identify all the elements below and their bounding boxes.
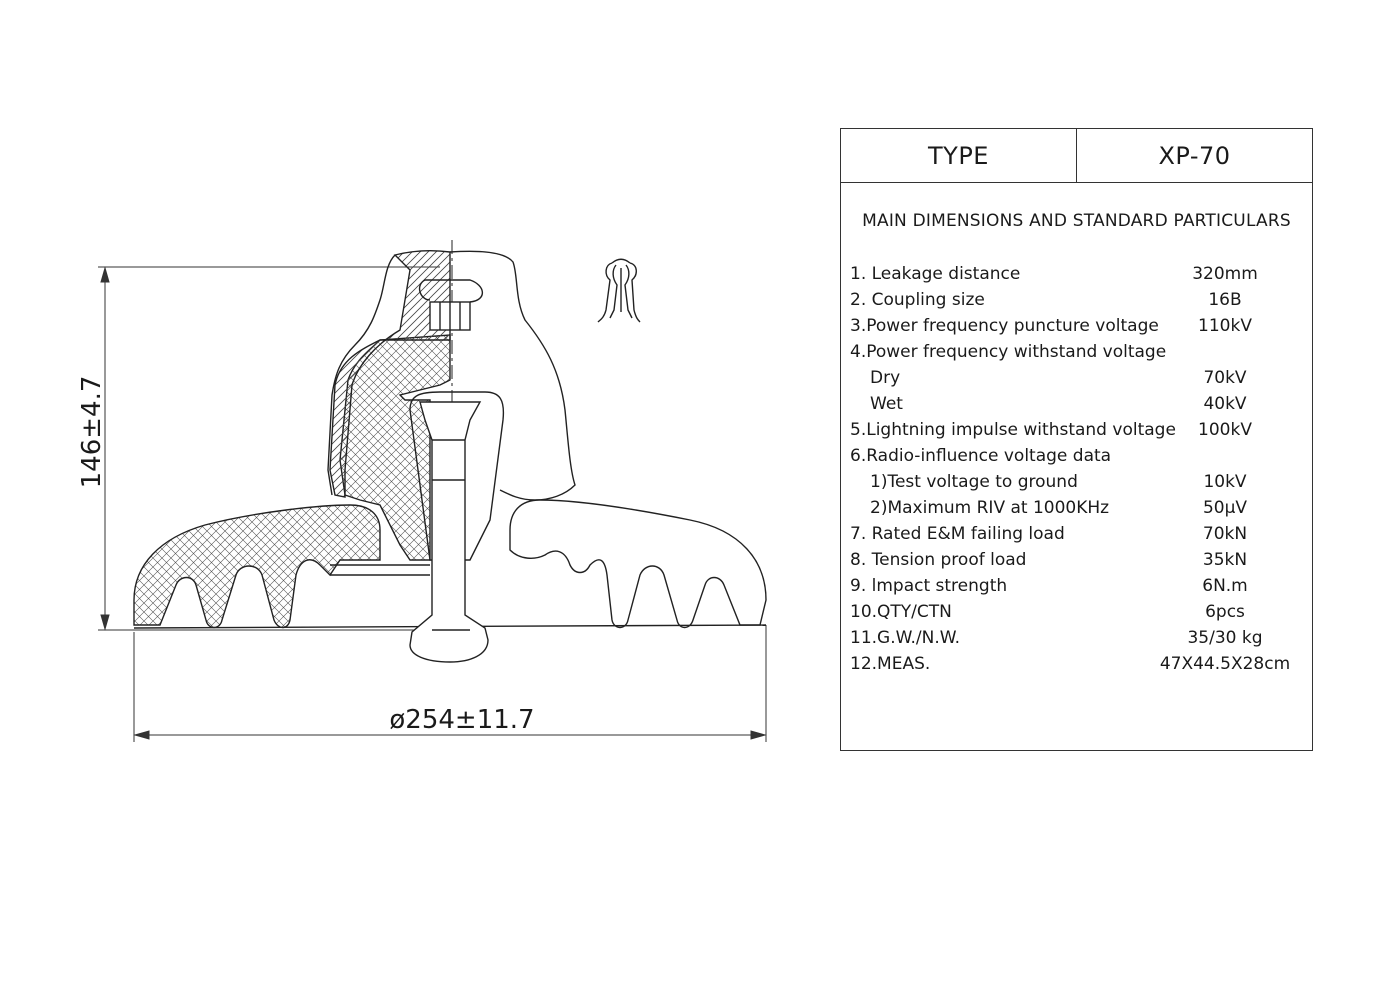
spec-row: 3.Power frequency puncture voltage 110kV: [850, 313, 1302, 339]
spec-row: 1)Test voltage to ground 10kV: [850, 469, 1302, 495]
spec-row-label: 1)Test voltage to ground: [870, 472, 1078, 492]
spec-heading: MAIN DIMENSIONS AND STANDARD PARTICULARS: [862, 211, 1291, 231]
spec-row-value: 110kV: [1198, 316, 1252, 336]
diameter-dimension: [133, 625, 767, 742]
spec-row-value: 70kN: [1202, 524, 1248, 544]
spec-row-label: Dry: [870, 368, 901, 388]
spec-row: 11.G.W./N.W. 35/30 kg: [850, 625, 1302, 651]
spec-row-value: 70kV: [1203, 368, 1247, 388]
type-row: TYPE XP-70: [841, 129, 1312, 183]
spec-row: 7. Rated E&M failing load 70kN: [850, 521, 1302, 547]
spec-row-label: 7. Rated E&M failing load: [850, 524, 1065, 544]
spec-row-label: 5.Lightning impulse withstand voltage: [850, 420, 1176, 440]
spec-row-label: 1. Leakage distance: [850, 264, 1021, 284]
spec-row-value: 50μV: [1202, 498, 1248, 518]
spec-row-label: 12.MEAS.: [850, 654, 931, 674]
spec-row: 4.Power frequency withstand voltage: [850, 339, 1302, 365]
spec-table: TYPE XP-70 MAIN DIMENSIONS AND STANDARD …: [840, 128, 1313, 751]
spec-row: 1. Leakage distance 320mm: [850, 261, 1302, 287]
spec-row: Dry 70kV: [850, 365, 1302, 391]
insulator-pin: [330, 391, 505, 663]
spec-row-label: 2. Coupling size: [850, 290, 985, 310]
spec-row-label: 10.QTY/CTN: [850, 602, 952, 622]
spec-row: 9. lmpact strength 6N.m: [850, 573, 1302, 599]
spec-row: 10.QTY/CTN 6pcs: [850, 599, 1302, 625]
porcelain-shed: [133, 499, 767, 629]
spec-row-label: 11.G.W./N.W.: [850, 628, 960, 648]
spec-row: Wet 40kV: [850, 391, 1302, 417]
spec-list: 1. Leakage distance 320mm 2. Coupling size…: [841, 261, 1312, 677]
height-dimension: [98, 266, 440, 631]
spec-row: 5.Lightning impulse withstand voltage 100…: [850, 417, 1302, 443]
spec-row-value: 6pcs: [1205, 602, 1245, 622]
spec-row: 2. Coupling size 16B: [850, 287, 1302, 313]
spec-row-label: 3.Power frequency puncture voltage: [850, 316, 1159, 336]
spec-row-label: 4.Power frequency withstand voltage: [850, 342, 1167, 362]
height-dimension-label: 146±4.7: [77, 376, 107, 489]
spec-row-label: Wet: [870, 394, 903, 414]
diameter-dimension-label: ø254±11.7: [389, 705, 534, 735]
spec-row-value: 10kV: [1203, 472, 1247, 492]
spec-row-label: 2)Maximum RIV at 1000KHz: [870, 498, 1110, 518]
spec-row-value: 40kV: [1203, 394, 1247, 414]
spec-row-label: 6.Radio-influence voltage data: [850, 446, 1112, 466]
spec-row-value: 35/30 kg: [1187, 628, 1263, 648]
spec-row-label: 9. lmpact strength: [850, 576, 1008, 596]
cotter-pin: [597, 258, 641, 323]
spec-row-value: 16B: [1208, 290, 1242, 310]
type-label: TYPE: [928, 141, 989, 170]
spec-row-value: 320mm: [1192, 264, 1258, 284]
spec-row: 2)Maximum RIV at 1000KHz 50μV: [850, 495, 1302, 521]
spec-row-label: 8. Tension proof load: [850, 550, 1027, 570]
type-value: XP-70: [1076, 129, 1312, 182]
spec-row-value: 100kV: [1198, 420, 1252, 440]
spec-row: 8. Tension proof load 35kN: [850, 547, 1302, 573]
insulator-drawing: 146±4.7 ø254±11.7: [77, 240, 767, 742]
spec-row: 6.Radio-influence voltage data: [850, 443, 1302, 469]
spec-row: 12.MEAS. 47X44.5X28cm: [850, 651, 1302, 677]
spec-row-value: 47X44.5X28cm: [1159, 654, 1291, 674]
spec-row-value: 6N.m: [1202, 576, 1248, 596]
spec-row-value: 35kN: [1202, 550, 1248, 570]
